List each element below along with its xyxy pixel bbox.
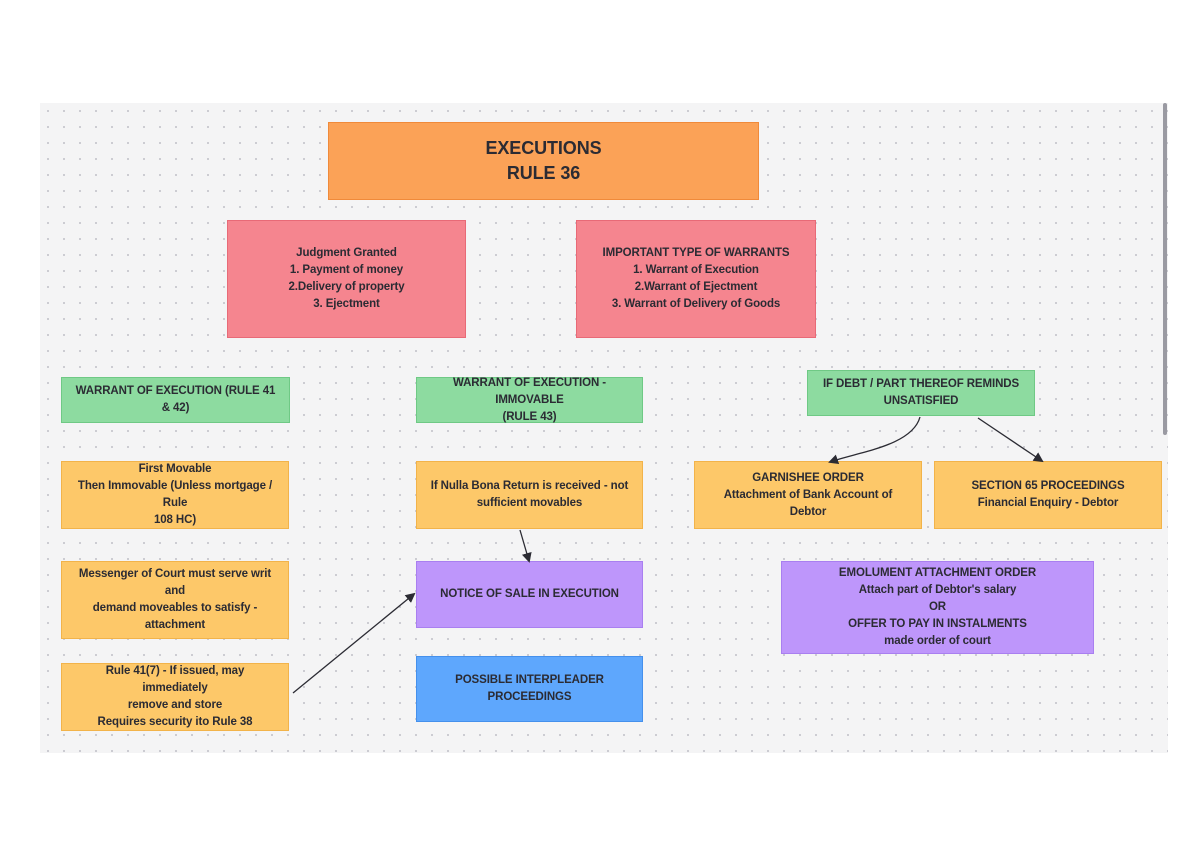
- emolument-attachment-node[interactable]: EMOLUMENT ATTACHMENT ORDER Attach part o…: [781, 561, 1094, 654]
- vertical-scrollbar[interactable]: [1163, 103, 1167, 435]
- garnishee-order-node[interactable]: GARNISHEE ORDER Attachment of Bank Accou…: [694, 461, 922, 529]
- first-movable-node[interactable]: First Movable Then Immovable (Unless mor…: [61, 461, 289, 529]
- warrant-of-execution-node[interactable]: WARRANT OF EXECUTION (RULE 41 & 42): [61, 377, 290, 423]
- debt-unsatisfied-node[interactable]: IF DEBT / PART THEREOF REMINDS UNSATISFI…: [807, 370, 1035, 416]
- section-65-node[interactable]: SECTION 65 PROCEEDINGS Financial Enquiry…: [934, 461, 1162, 529]
- judgment-granted-node[interactable]: Judgment Granted 1. Payment of money 2.D…: [227, 220, 466, 338]
- warrant-immovable-node[interactable]: WARRANT OF EXECUTION - IMMOVABLE (RULE 4…: [416, 377, 643, 423]
- interpleader-node[interactable]: POSSIBLE INTERPLEADER PROCEEDINGS: [416, 656, 643, 722]
- nulla-bona-node[interactable]: If Nulla Bona Return is received - not s…: [416, 461, 643, 529]
- messenger-of-court-node[interactable]: Messenger of Court must serve writ and d…: [61, 561, 289, 639]
- title-node[interactable]: EXECUTIONS RULE 36: [328, 122, 759, 200]
- rule-41-7-node[interactable]: Rule 41(7) - If issued, may immediately …: [61, 663, 289, 731]
- notice-of-sale-node[interactable]: NOTICE OF SALE IN EXECUTION: [416, 561, 643, 628]
- warrant-types-node[interactable]: IMPORTANT TYPE OF WARRANTS 1. Warrant of…: [576, 220, 816, 338]
